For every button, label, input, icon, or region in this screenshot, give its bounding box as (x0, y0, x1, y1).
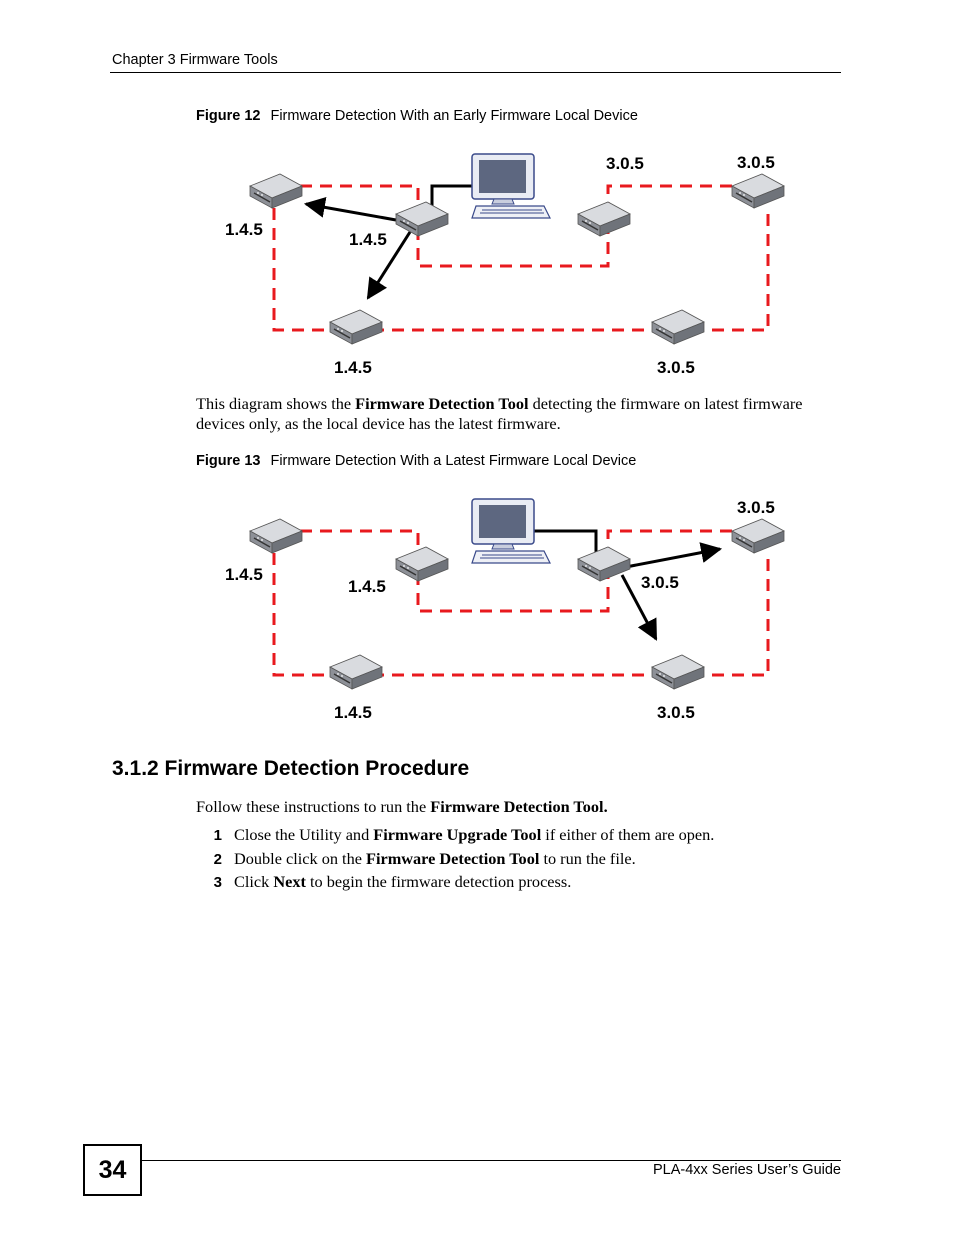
firmware-label: 3.0.5 (737, 498, 775, 517)
figure-12-label: Figure 12 (196, 108, 261, 124)
footer-guide-title: PLA-4xx Series User’s Guide (652, 1162, 841, 1178)
step-number: 3 (213, 874, 222, 891)
firmware-label: 1.4.5 (348, 577, 386, 596)
local-connection-line (534, 529, 598, 561)
powerline-device-icon (329, 654, 383, 690)
firmware-label: 3.0.5 (737, 153, 775, 172)
powerline-device-icon (249, 173, 303, 209)
firmware-label: 1.4.5 (349, 230, 387, 249)
powerline-device-icon (249, 518, 303, 554)
detection-arrow-right (625, 542, 723, 569)
powerline-device-icon (651, 654, 705, 690)
step-number: 2 (213, 851, 222, 868)
section-intro: Follow these instructions to run the Fir… (196, 797, 608, 816)
powerline-device-icon (731, 173, 785, 209)
header-rule (110, 72, 841, 73)
detection-arrow-down (366, 231, 412, 300)
figure-12-caption: Figure 12 Firmware Detection With an Earl… (196, 108, 638, 124)
network-links (272, 184, 770, 332)
powerline-device-icon (395, 201, 449, 237)
figure-12-diagram: 1.4.5 1.4.5 1.4.5 3.0.5 3.0.5 3.0.5 (200, 146, 820, 386)
firmware-label: 3.0.5 (657, 703, 695, 722)
firmware-label: 3.0.5 (606, 154, 644, 173)
firmware-label: 1.4.5 (334, 358, 372, 377)
detection-arrow-left (303, 196, 397, 222)
firmware-label: 1.4.5 (334, 703, 372, 722)
powerline-device-icon (329, 309, 383, 345)
running-header: Chapter 3 Firmware Tools (112, 52, 278, 68)
powerline-device-icon (731, 518, 785, 554)
powerline-device-icon (395, 546, 449, 582)
figure-13-caption: Figure 13 Firmware Detection With a Lates… (196, 453, 636, 469)
firmware-label: 3.0.5 (657, 358, 695, 377)
page-number: 34 (83, 1144, 142, 1196)
figure-13-label: Figure 13 (196, 453, 261, 469)
figure-13-diagram: 1.4.5 1.4.5 1.4.5 3.0.5 3.0.5 3.0.5 (200, 491, 820, 731)
computer-icon (471, 153, 551, 219)
firmware-label: 1.4.5 (225, 220, 263, 239)
firmware-label: 3.0.5 (641, 573, 679, 592)
powerline-device-icon (577, 201, 631, 237)
powerline-device-icon (651, 309, 705, 345)
tool-name: Firmware Detection Tool. (430, 797, 608, 816)
tool-name: Firmware Detection Tool (355, 394, 529, 413)
footer-rule (140, 1160, 841, 1161)
detection-arrow-down (620, 574, 658, 641)
figure-13-title: Firmware Detection With a Latest Firmwar… (270, 453, 637, 469)
step-number: 1 (213, 827, 222, 844)
firmware-label: 1.4.5 (225, 565, 263, 584)
figure-12-title: Firmware Detection With an Early Firmwar… (270, 108, 638, 124)
section-heading: 3.1.2 Firmware Detection Procedure (112, 757, 470, 780)
description-paragraph: This diagram shows the Firmware Detectio… (196, 394, 803, 433)
network-links (272, 529, 770, 677)
